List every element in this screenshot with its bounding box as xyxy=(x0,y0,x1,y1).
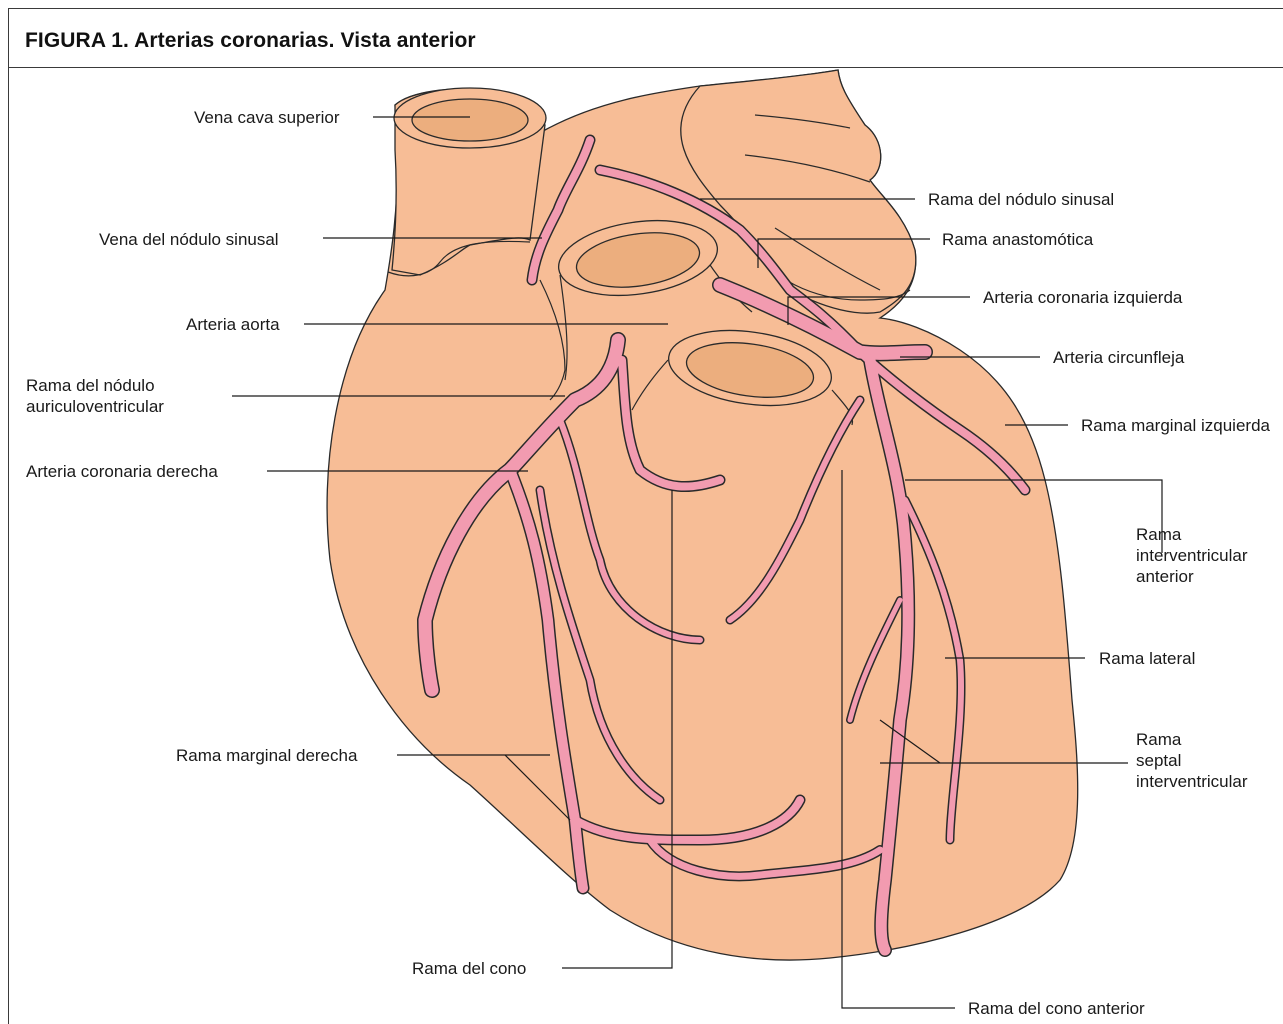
label-arteria-coronaria-izquierda: Arteria coronaria izquierda xyxy=(983,288,1183,307)
svc-lumen xyxy=(412,99,528,141)
label-vena-nodulo-sinusal: Vena del nódulo sinusal xyxy=(99,230,279,249)
label-rama-nodulo-av-line1: Rama del nódulo xyxy=(26,376,155,395)
label-rama-septal-line2: septal xyxy=(1136,751,1181,770)
label-rama-interventricular-line3: anterior xyxy=(1136,567,1194,586)
label-vena-cava-superior: Vena cava superior xyxy=(194,108,340,127)
label-rama-del-cono: Rama del cono xyxy=(412,959,526,978)
label-rama-lateral: Rama lateral xyxy=(1099,649,1195,668)
label-rama-cono-anterior: Rama del cono anterior xyxy=(968,999,1145,1018)
label-rama-marginal-izquierda: Rama marginal izquierda xyxy=(1081,416,1271,435)
label-rama-interventricular-line2: interventricular xyxy=(1136,546,1248,565)
label-rama-anastomotica: Rama anastomótica xyxy=(942,230,1094,249)
label-rama-marginal-derecha: Rama marginal derecha xyxy=(176,746,358,765)
label-rama-interventricular-line1: Rama xyxy=(1136,525,1182,544)
label-rama-septal-line1: Rama xyxy=(1136,730,1182,749)
label-rama-nodulo-sinusal: Rama del nódulo sinusal xyxy=(928,190,1114,209)
label-rama-septal-line3: interventricular xyxy=(1136,772,1248,791)
label-arteria-coronaria-derecha: Arteria coronaria derecha xyxy=(26,462,218,481)
label-arteria-aorta: Arteria aorta xyxy=(186,315,280,334)
label-arteria-circunfleja: Arteria circunfleja xyxy=(1053,348,1185,367)
label-rama-nodulo-av-line2: auriculoventricular xyxy=(26,397,164,416)
